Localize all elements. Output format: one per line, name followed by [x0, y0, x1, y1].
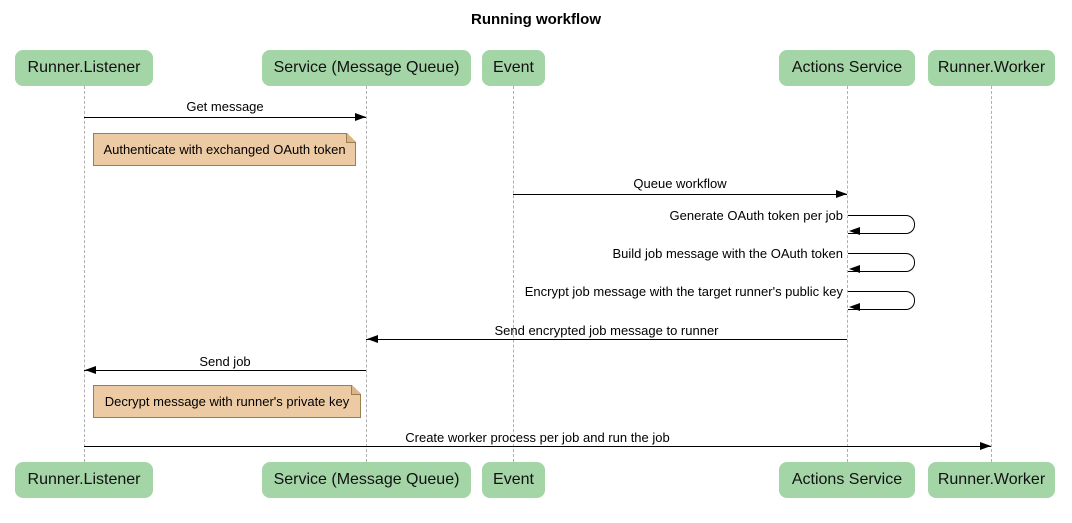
message-line-get-message: [84, 117, 366, 118]
arrowhead-icon: [980, 442, 991, 450]
participant-label: Service (Message Queue): [273, 471, 460, 488]
arrowhead-icon: [836, 190, 847, 198]
message-label-generate-oauth-token: Generate OAuth token per job: [669, 208, 843, 223]
arrowhead-icon: [849, 303, 860, 311]
participant-event-bottom: Event: [482, 462, 545, 498]
participant-service-message-queue-top: Service (Message Queue): [262, 50, 471, 86]
message-label-create-worker: Create worker process per job and run th…: [405, 430, 670, 445]
participant-actions-service-top: Actions Service: [779, 50, 915, 86]
participant-label: Event: [493, 59, 534, 76]
message-label-send-encrypted-job: Send encrypted job message to runner: [494, 323, 719, 338]
lifeline-service-message-queue: [366, 86, 367, 462]
participant-label: Actions Service: [791, 471, 903, 488]
message-label-queue-workflow: Queue workflow: [633, 176, 727, 191]
participant-label: Runner.Worker: [937, 59, 1046, 76]
participant-runner-worker-bottom: Runner.Worker: [928, 462, 1055, 498]
lifeline-event: [513, 86, 514, 462]
diagram-title: Running workflow: [471, 11, 601, 28]
note-fold-icon: [351, 385, 361, 395]
self-loop-build-job-message: [848, 253, 915, 272]
arrowhead-icon: [367, 335, 378, 343]
participant-label: Event: [493, 471, 534, 488]
note-label: Authenticate with exchanged OAuth token: [103, 142, 346, 157]
self-loop-encrypt-job-message: [848, 291, 915, 310]
message-line-send-encrypted-job: [366, 339, 847, 340]
participant-runner-listener-top: Runner.Listener: [15, 50, 153, 86]
participant-runner-listener-bottom: Runner.Listener: [15, 462, 153, 498]
arrowhead-icon: [85, 366, 96, 374]
participant-service-message-queue-bottom: Service (Message Queue): [262, 462, 471, 498]
lifeline-runner-worker: [991, 86, 992, 462]
message-line-send-job: [84, 370, 366, 371]
arrowhead-icon: [849, 227, 860, 235]
arrowhead-icon: [849, 265, 860, 273]
participant-label: Runner.Listener: [27, 471, 141, 488]
lifeline-actions-service: [847, 86, 848, 462]
note-label: Decrypt message with runner's private ke…: [104, 394, 350, 409]
message-label-build-job-message: Build job message with the OAuth token: [612, 246, 843, 261]
note-fold-icon: [346, 133, 356, 143]
message-line-queue-workflow: [513, 194, 847, 195]
note-authenticate-oauth: Authenticate with exchanged OAuth token: [93, 133, 356, 166]
participant-runner-worker-top: Runner.Worker: [928, 50, 1055, 86]
self-loop-generate-oauth-token: [848, 215, 915, 234]
participant-label: Actions Service: [791, 59, 903, 76]
participant-label: Runner.Worker: [937, 471, 1046, 488]
message-label-get-message: Get message: [186, 99, 264, 114]
participant-label: Runner.Listener: [27, 59, 141, 76]
message-line-create-worker: [84, 446, 991, 447]
participant-event-top: Event: [482, 50, 545, 86]
note-decrypt-message: Decrypt message with runner's private ke…: [93, 385, 361, 418]
message-label-send-job: Send job: [199, 354, 251, 369]
participant-actions-service-bottom: Actions Service: [779, 462, 915, 498]
lifeline-runner-listener: [84, 86, 85, 462]
arrowhead-icon: [355, 113, 366, 121]
participant-label: Service (Message Queue): [273, 59, 460, 76]
message-label-encrypt-job-message: Encrypt job message with the target runn…: [524, 284, 843, 299]
